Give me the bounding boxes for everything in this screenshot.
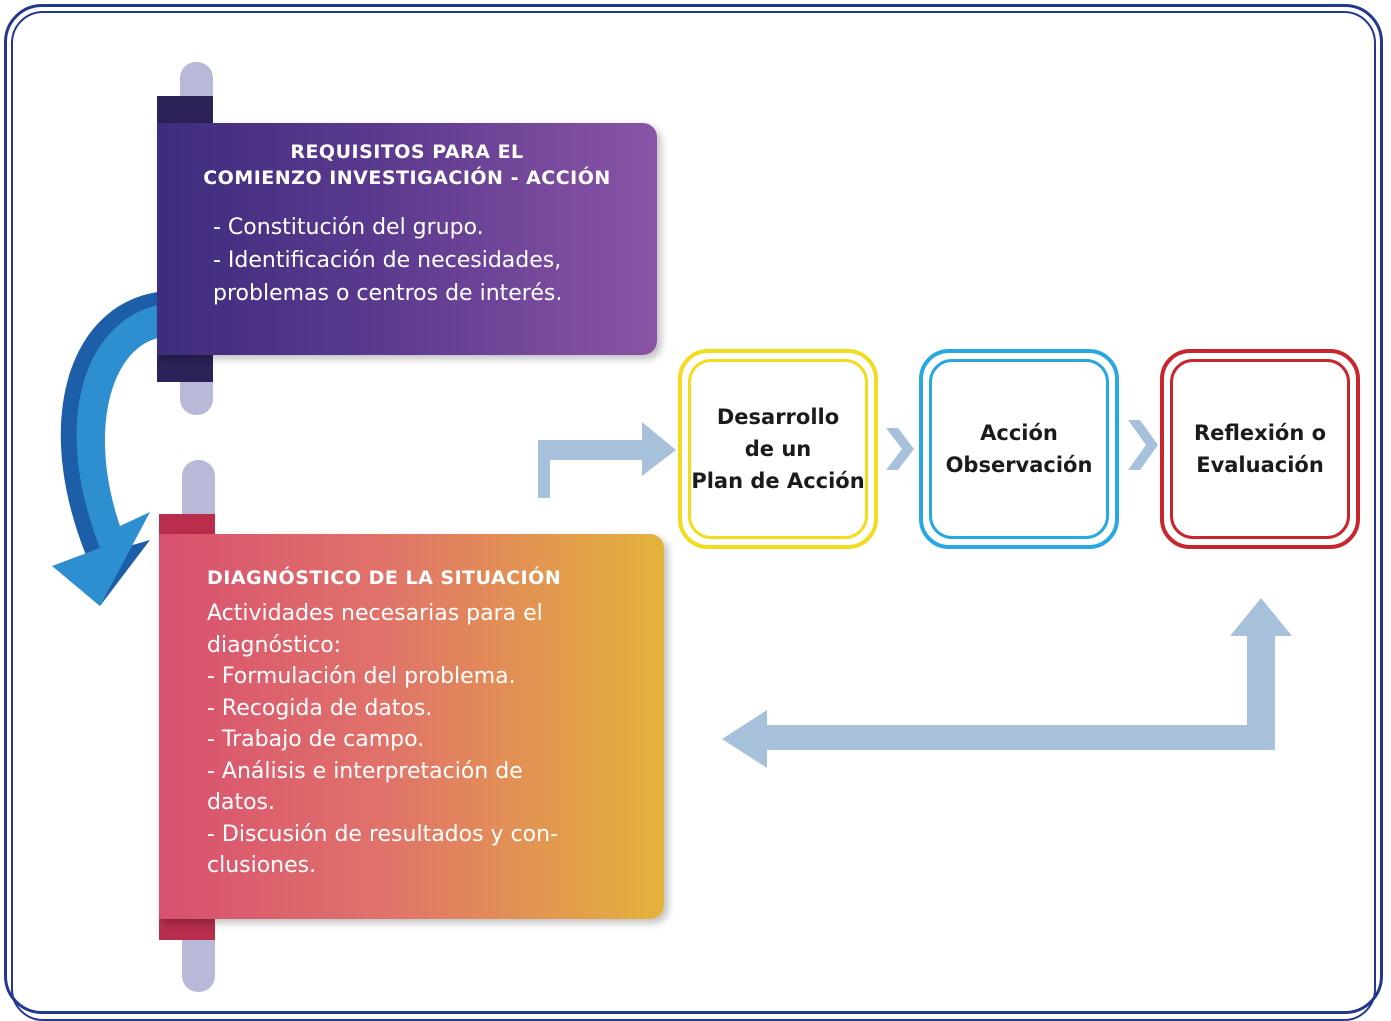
diagnostico-body-line: Actividades necesarias para el: [207, 601, 543, 626]
step-label-line: Acción: [980, 421, 1058, 445]
step-label-line: Evaluación: [1196, 453, 1324, 477]
step-label-line: Observación: [945, 453, 1093, 477]
requisitos-panel: REQUISITOS PARA EL COMIENZO INVESTIGACIÓ…: [157, 123, 657, 355]
top-scroll-curl-top: [157, 96, 213, 126]
step-label-line: Plan de Acción: [691, 469, 865, 493]
top-scroll-curl-bottom: [157, 352, 213, 382]
requisitos-title: REQUISITOS PARA EL COMIENZO INVESTIGACIÓ…: [157, 139, 657, 191]
diagnostico-body-line: - Análisis e interpretación de: [207, 758, 523, 784]
return-arrow: [722, 598, 1292, 768]
diagnostico-body-line: clusiones.: [207, 853, 317, 878]
diagnostico-body-line: - Recogida de datos.: [207, 695, 433, 721]
step-plan-de-accion: Desarrollo de un Plan de Acción: [678, 349, 878, 549]
step-label: Reflexión o Evaluación: [1194, 417, 1326, 481]
diagnostico-body-line: - Formulación del problema.: [207, 664, 516, 689]
requisitos-title-line: REQUISITOS PARA EL: [290, 141, 524, 163]
elbow-arrow-to-plan: [538, 422, 676, 498]
diagnostico-body: Actividades necesarias para el diagnósti…: [207, 598, 647, 882]
step-label: Desarrollo de un Plan de Acción: [691, 401, 864, 497]
step-inner-border: Reflexión o Evaluación: [1170, 359, 1350, 539]
diagnostico-body-line: - Trabajo de campo.: [207, 727, 425, 752]
step-label-line: Reflexión o: [1193, 421, 1327, 445]
requisitos-title-line: COMIENZO INVESTIGACIÓN - ACCIÓN: [203, 167, 611, 189]
step-inner-border: Desarrollo de un Plan de Acción: [688, 359, 868, 539]
curved-arrow-shadow: [60, 292, 158, 606]
diagnostico-panel: DIAGNÓSTICO DE LA SITUACIÓN Actividades …: [159, 534, 664, 919]
curved-arrow: [52, 305, 158, 606]
bottom-scroll-curl-top: [159, 514, 215, 538]
chevron-1-icon: [886, 428, 914, 470]
diagnostico-title: DIAGNÓSTICO DE LA SITUACIÓN: [207, 567, 562, 589]
chevron-2-icon: [1128, 420, 1158, 470]
requisitos-body-line: - Identificación de necesidades,: [213, 248, 562, 273]
step-label-line: de un: [744, 437, 812, 461]
diagnostico-body-line: diagnóstico:: [207, 632, 342, 658]
step-reflexion-evaluacion: Reflexión o Evaluación: [1160, 349, 1360, 549]
requisitos-body: - Constitución del grupo. - Identificaci…: [213, 211, 643, 310]
step-label: Acción Observación: [946, 417, 1093, 481]
requisitos-body-line: - Constitución del grupo.: [213, 215, 484, 240]
bottom-scroll-curl-bottom: [159, 916, 215, 940]
step-label-line: Desarrollo: [716, 405, 840, 429]
diagnostico-body-line: datos.: [207, 790, 275, 815]
step-accion-observacion: Acción Observación: [919, 349, 1119, 549]
diagnostico-body-line: - Discusión de resultados y con-: [207, 821, 559, 847]
step-inner-border: Acción Observación: [929, 359, 1109, 539]
requisitos-body-line: problemas o centros de interés.: [213, 281, 563, 306]
